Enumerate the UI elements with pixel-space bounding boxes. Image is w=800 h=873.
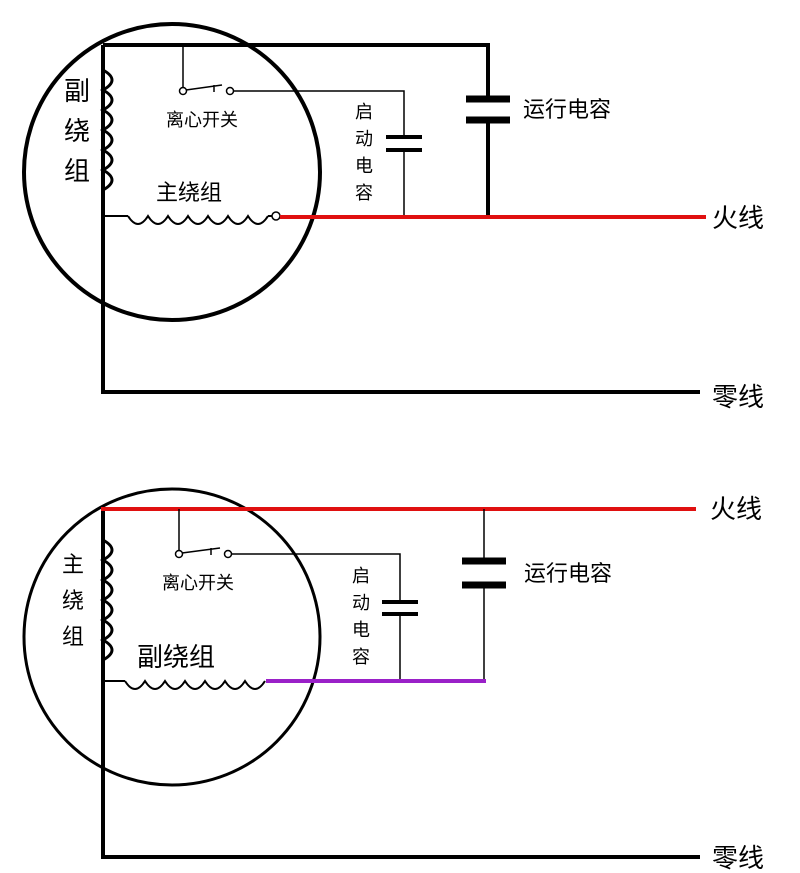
top-start-cap-label-4: 容 <box>355 183 373 204</box>
top-diagram: 副 绕 组 主绕组 离心开关 启 动 电 容 运行电容 火线 零线 <box>22 22 764 413</box>
top-main-winding-label: 主绕组 <box>156 181 222 206</box>
top-switch-label: 离心开关 <box>166 110 238 131</box>
bottom-main-winding-label-2: 绕 <box>62 589 84 614</box>
bottom-switch-contact-right <box>223 549 233 559</box>
top-aux-winding-label-2: 绕 <box>64 117 90 147</box>
bottom-aux-winding-coil <box>124 679 266 690</box>
top-start-cap-label-2: 动 <box>355 129 373 150</box>
top-switch-contact-right <box>225 86 235 96</box>
bottom-start-cap-label-4: 容 <box>352 647 370 668</box>
top-motor-circle <box>22 22 322 322</box>
top-common-wire <box>101 45 700 394</box>
bottom-switch-label: 离心开关 <box>162 573 234 594</box>
bottom-common-wire <box>101 509 700 859</box>
top-switch-to-startcap-wire <box>234 90 405 216</box>
top-run-cap-label: 运行电容 <box>523 98 611 123</box>
bottom-main-winding-coil <box>99 538 114 662</box>
bottom-run-cap-gap <box>474 560 494 586</box>
top-aux-winding-label-1: 副 <box>64 77 90 107</box>
top-terminal <box>271 211 281 221</box>
top-neutral-label: 零线 <box>712 383 764 413</box>
bottom-main-winding-label-1: 主 <box>62 553 84 578</box>
bottom-switch-blade <box>181 547 221 555</box>
bottom-motor-circle <box>22 487 322 787</box>
top-run-cap-gap <box>478 98 498 120</box>
top-main-winding-coil <box>127 214 269 225</box>
bottom-aux-winding-label: 副绕组 <box>137 643 215 673</box>
bottom-start-cap-gap <box>390 601 410 614</box>
top-aux-winding-label-3: 组 <box>64 157 90 187</box>
bottom-diagram: 主 绕 组 副绕组 离心开关 启 动 电 容 运行电容 火线 零线 <box>22 487 764 873</box>
top-start-cap-label-1: 启 <box>355 102 373 123</box>
top-switch-blade <box>185 84 223 92</box>
bottom-start-cap-label-2: 动 <box>352 593 370 614</box>
top-switch-contact-left <box>178 86 188 96</box>
bottom-run-cap-label: 运行电容 <box>524 562 612 587</box>
bottom-live-label: 火线 <box>710 495 762 525</box>
bottom-neutral-label: 零线 <box>712 844 764 873</box>
top-start-cap-gap <box>394 136 414 150</box>
top-aux-to-runcap-wire <box>103 43 490 216</box>
bottom-start-cap-label-3: 电 <box>352 620 370 641</box>
top-start-cap-label-3: 电 <box>355 156 373 177</box>
bottom-switch-to-startcap-wire <box>232 553 401 681</box>
bottom-start-cap-label-1: 启 <box>352 566 370 587</box>
bottom-switch-contact-left <box>174 549 184 559</box>
top-aux-winding-coil <box>99 68 114 192</box>
top-live-label: 火线 <box>712 204 764 234</box>
bottom-main-winding-label-3: 组 <box>62 625 84 650</box>
